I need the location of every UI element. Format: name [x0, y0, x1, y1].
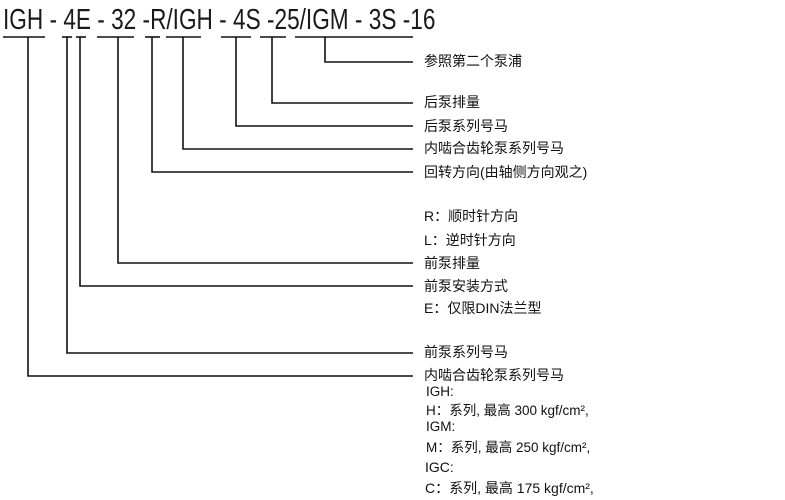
label-igm: IGM:: [426, 419, 456, 434]
label-rotation-r: R：顺时针方向: [424, 208, 519, 224]
label-rotation-l: L：逆时针方向: [424, 232, 516, 248]
label-igh: IGH:: [426, 384, 454, 399]
model-code: IGH - 4E - 32 -R/IGH - 4S -25/IGM - 3S -…: [3, 4, 436, 36]
label-front-mounting: 前泵安装方式: [424, 278, 508, 294]
label-igm-desc: M：系列, 最高 250 kgf/cm²,: [426, 440, 591, 455]
label-rear-displacement: 后泵排量: [424, 94, 480, 110]
label-internal-gear-front: 内啮合齿轮泵系列号马: [424, 367, 564, 383]
leader-internal-gear-front: [27, 37, 413, 377]
label-rotation: 回转方向(由轴侧方向观之): [424, 164, 588, 180]
label-front-displacement: 前泵排量: [424, 255, 480, 271]
label-second-pump: 参照第二个泵浦: [424, 53, 522, 69]
label-front-series: 前泵系列号马: [424, 344, 508, 360]
label-igh-desc: H：系列, 最高 300 kgf/cm²,: [426, 403, 589, 418]
leader-rear-displacement: [271, 37, 413, 104]
leader-front-displacement: [117, 37, 413, 264]
label-mounting-e: E：仅限DIN法兰型: [424, 300, 542, 316]
leader-front-mounting: [79, 37, 413, 287]
label-igc: IGC:: [425, 459, 454, 475]
leader-rear-series: [235, 37, 413, 127]
leader-front-series: [66, 37, 413, 354]
leader-internal-gear-rear: [182, 37, 413, 150]
label-igc-desc: C：系列, 最高 175 kgf/cm²,: [425, 480, 594, 496]
label-internal-gear-rear: 内啮合齿轮泵系列号马: [424, 140, 564, 156]
label-rear-series: 后泵系列号马: [424, 118, 508, 134]
leader-second-pump: [324, 37, 413, 63]
leader-rotation: [151, 37, 413, 173]
